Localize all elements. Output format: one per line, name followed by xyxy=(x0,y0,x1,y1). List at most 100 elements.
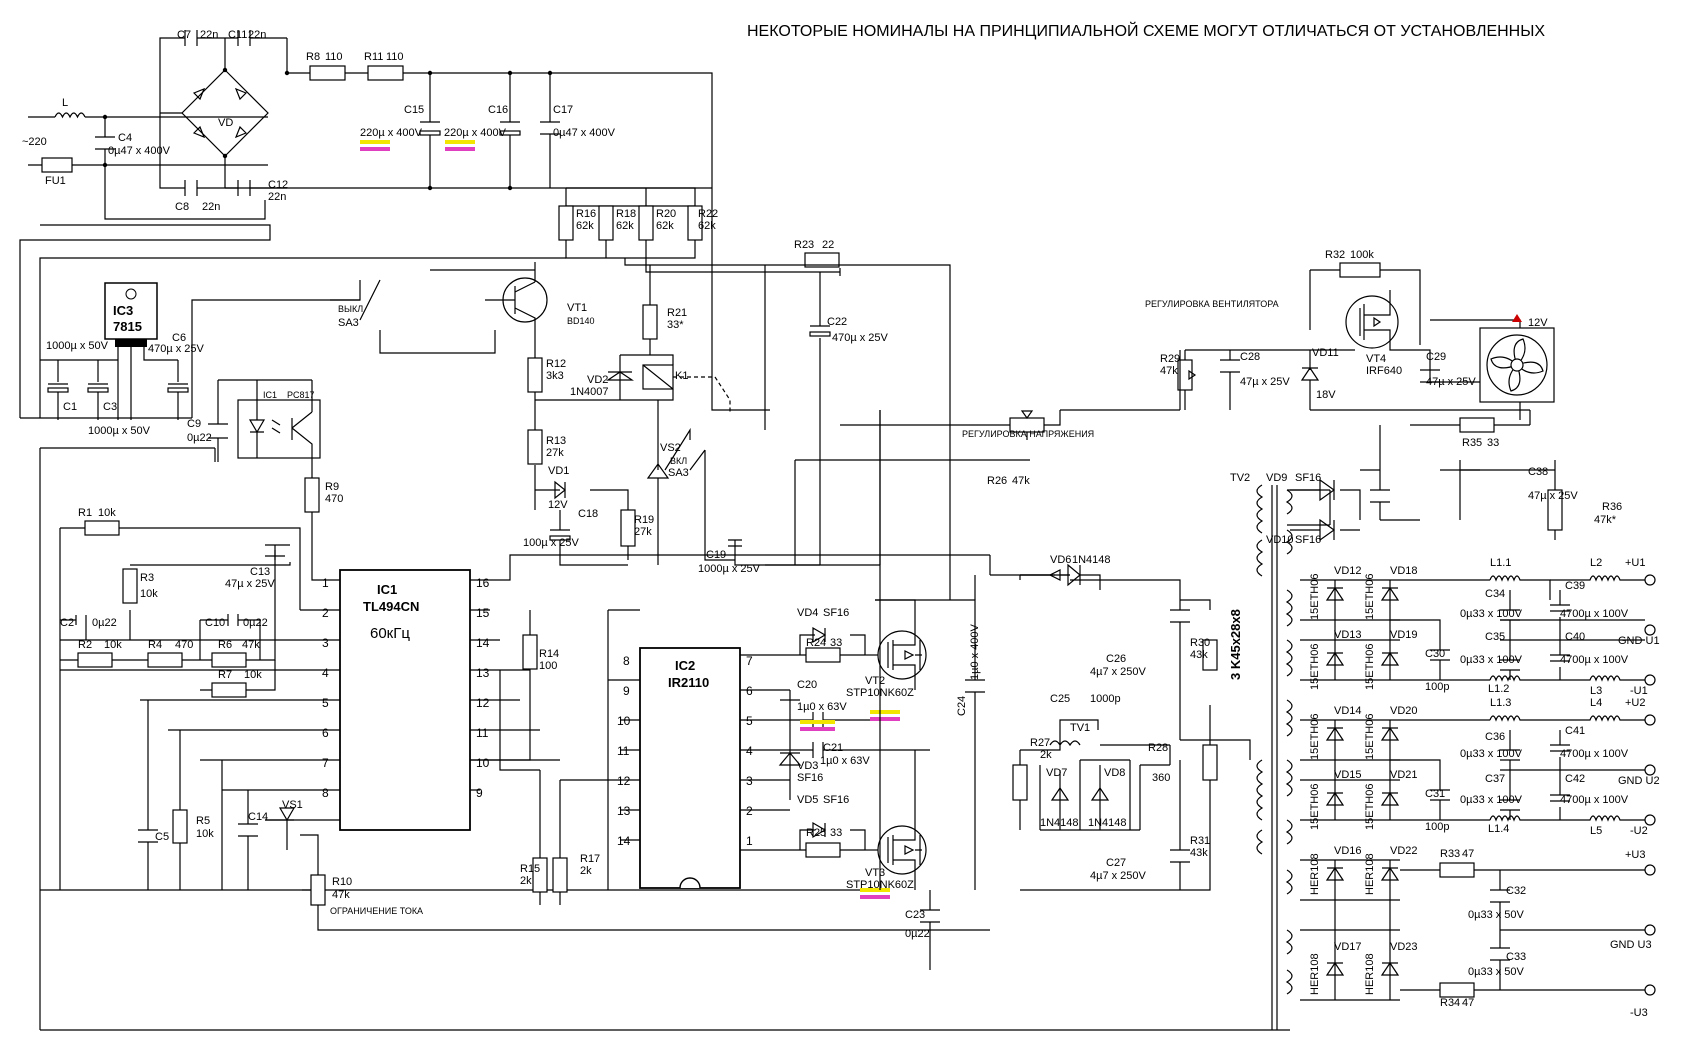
label: 0µ33 x 100V xyxy=(1460,794,1523,806)
ic1-pin: 13 xyxy=(476,666,490,680)
label: C16 xyxy=(488,104,508,116)
label: C20 xyxy=(797,679,817,691)
regulator-ic3 xyxy=(20,280,496,420)
label: 62k xyxy=(698,220,716,232)
label: 1N4148 xyxy=(1072,554,1111,566)
label: 47k* xyxy=(1594,514,1617,526)
label: R13 xyxy=(546,435,566,447)
label: 12V xyxy=(548,499,568,511)
label: VD22 xyxy=(1390,845,1418,857)
ic1-pin: 3 xyxy=(322,636,329,650)
vd6-diode xyxy=(989,555,1101,590)
outer-wires xyxy=(39,410,1290,1031)
label: C1 xyxy=(63,401,77,413)
label: R19 xyxy=(634,514,654,526)
label: C37 xyxy=(1485,773,1505,785)
ic2-pin: 13 xyxy=(617,804,631,818)
label: -U3 xyxy=(1630,1007,1648,1019)
label: C14 xyxy=(248,811,268,823)
ic2-pin: 1 xyxy=(746,834,753,848)
ic1-pin: 5 xyxy=(322,696,329,710)
label: 100p xyxy=(1425,821,1449,833)
label: ВЫКЛ xyxy=(338,304,363,314)
label: R34 xyxy=(1440,997,1460,1009)
rotated-part-labels: 15ETH06 15ETH06 15ETH06 15ETH06 15ETH06 … xyxy=(1309,574,1376,995)
label: 22n xyxy=(200,29,218,41)
label: STP10NK60Z xyxy=(846,687,914,699)
label: C27 xyxy=(1106,857,1126,869)
label: C11 xyxy=(228,29,247,41)
label: C10 xyxy=(205,617,225,629)
label: R15 xyxy=(520,863,540,875)
label: 1000p xyxy=(1090,693,1121,705)
label: 47k xyxy=(1012,475,1030,487)
ic1-pin: 12 xyxy=(476,696,490,710)
label: C19 xyxy=(706,549,726,561)
label: R12 xyxy=(546,358,566,370)
label: C33 xyxy=(1506,951,1526,963)
label: VD12 xyxy=(1334,565,1362,577)
label: +U2 xyxy=(1625,697,1646,709)
label: C4 xyxy=(118,132,132,144)
ic2-wires xyxy=(607,609,930,890)
label: ВКЛ xyxy=(670,456,687,466)
bridge-rectifier-vd xyxy=(159,30,287,196)
label: VD3 xyxy=(797,760,818,772)
label: 47µ x 25V xyxy=(225,578,275,590)
label: 2k xyxy=(520,875,532,887)
label: 10k xyxy=(196,828,214,840)
label: 0µ47 x 400V xyxy=(553,127,616,139)
label: C5 xyxy=(155,831,169,843)
label: 4700µ x 100V xyxy=(1560,654,1629,666)
label: 15ETH06 xyxy=(1364,784,1376,830)
label: 33 xyxy=(830,827,842,839)
label: 0µ47 x 400V xyxy=(108,145,171,157)
label: C41 xyxy=(1565,725,1585,737)
ic2-pin: 14 xyxy=(617,834,631,848)
label: C6 xyxy=(172,332,186,344)
label: R20 xyxy=(656,208,676,220)
label: SF16 xyxy=(1295,472,1321,484)
label: HER108 xyxy=(1309,853,1321,895)
label: 1µ0 x 63V xyxy=(797,701,847,713)
label: STP10NK60Z xyxy=(846,879,914,891)
label: 47µ x 25V xyxy=(1240,376,1290,388)
label: IC3 xyxy=(113,303,133,318)
ic2-pin: 8 xyxy=(623,654,630,668)
label: +U1 xyxy=(1625,557,1646,569)
ic2-pin: 4 xyxy=(746,744,753,758)
label: VS2 xyxy=(660,442,681,454)
vd9-vd10 xyxy=(1290,469,1380,542)
label: C17 xyxy=(553,104,573,116)
label: C9 xyxy=(187,418,201,430)
ic2-pins-right: 7 6 5 4 3 2 1 xyxy=(746,654,753,848)
label: R22 xyxy=(698,208,718,220)
label: C36 xyxy=(1485,731,1505,743)
label: L3 xyxy=(1590,685,1602,697)
label: 15ETH06 xyxy=(1309,644,1321,690)
label: 220µ x 400V xyxy=(360,127,423,139)
label: C26 xyxy=(1106,653,1126,665)
label: 100k xyxy=(1350,249,1374,261)
label: 2k xyxy=(580,865,592,877)
label: 100 xyxy=(539,660,557,672)
label: 220µ x 400V xyxy=(444,127,507,139)
label: VD8 xyxy=(1104,767,1125,779)
relay-k1-section xyxy=(535,265,731,448)
label: VD15 xyxy=(1334,769,1362,781)
vt2-gate-network xyxy=(799,599,927,731)
label: 22 xyxy=(822,239,834,251)
label: L4 xyxy=(1590,697,1602,709)
label: SF16 xyxy=(823,607,849,619)
label: SF16 xyxy=(1295,534,1321,546)
label: L xyxy=(62,97,68,109)
ic1-pin: 15 xyxy=(476,606,490,620)
label: 3k3 xyxy=(546,370,564,382)
label: K1 xyxy=(675,370,688,382)
label: IRF640 xyxy=(1366,365,1402,377)
label: C40 xyxy=(1565,631,1585,643)
label: 4µ7 x 250V xyxy=(1090,870,1147,882)
label: 1µ0 x 63V xyxy=(820,755,870,767)
label: R26 xyxy=(987,475,1007,487)
label: R28 xyxy=(1148,742,1168,754)
